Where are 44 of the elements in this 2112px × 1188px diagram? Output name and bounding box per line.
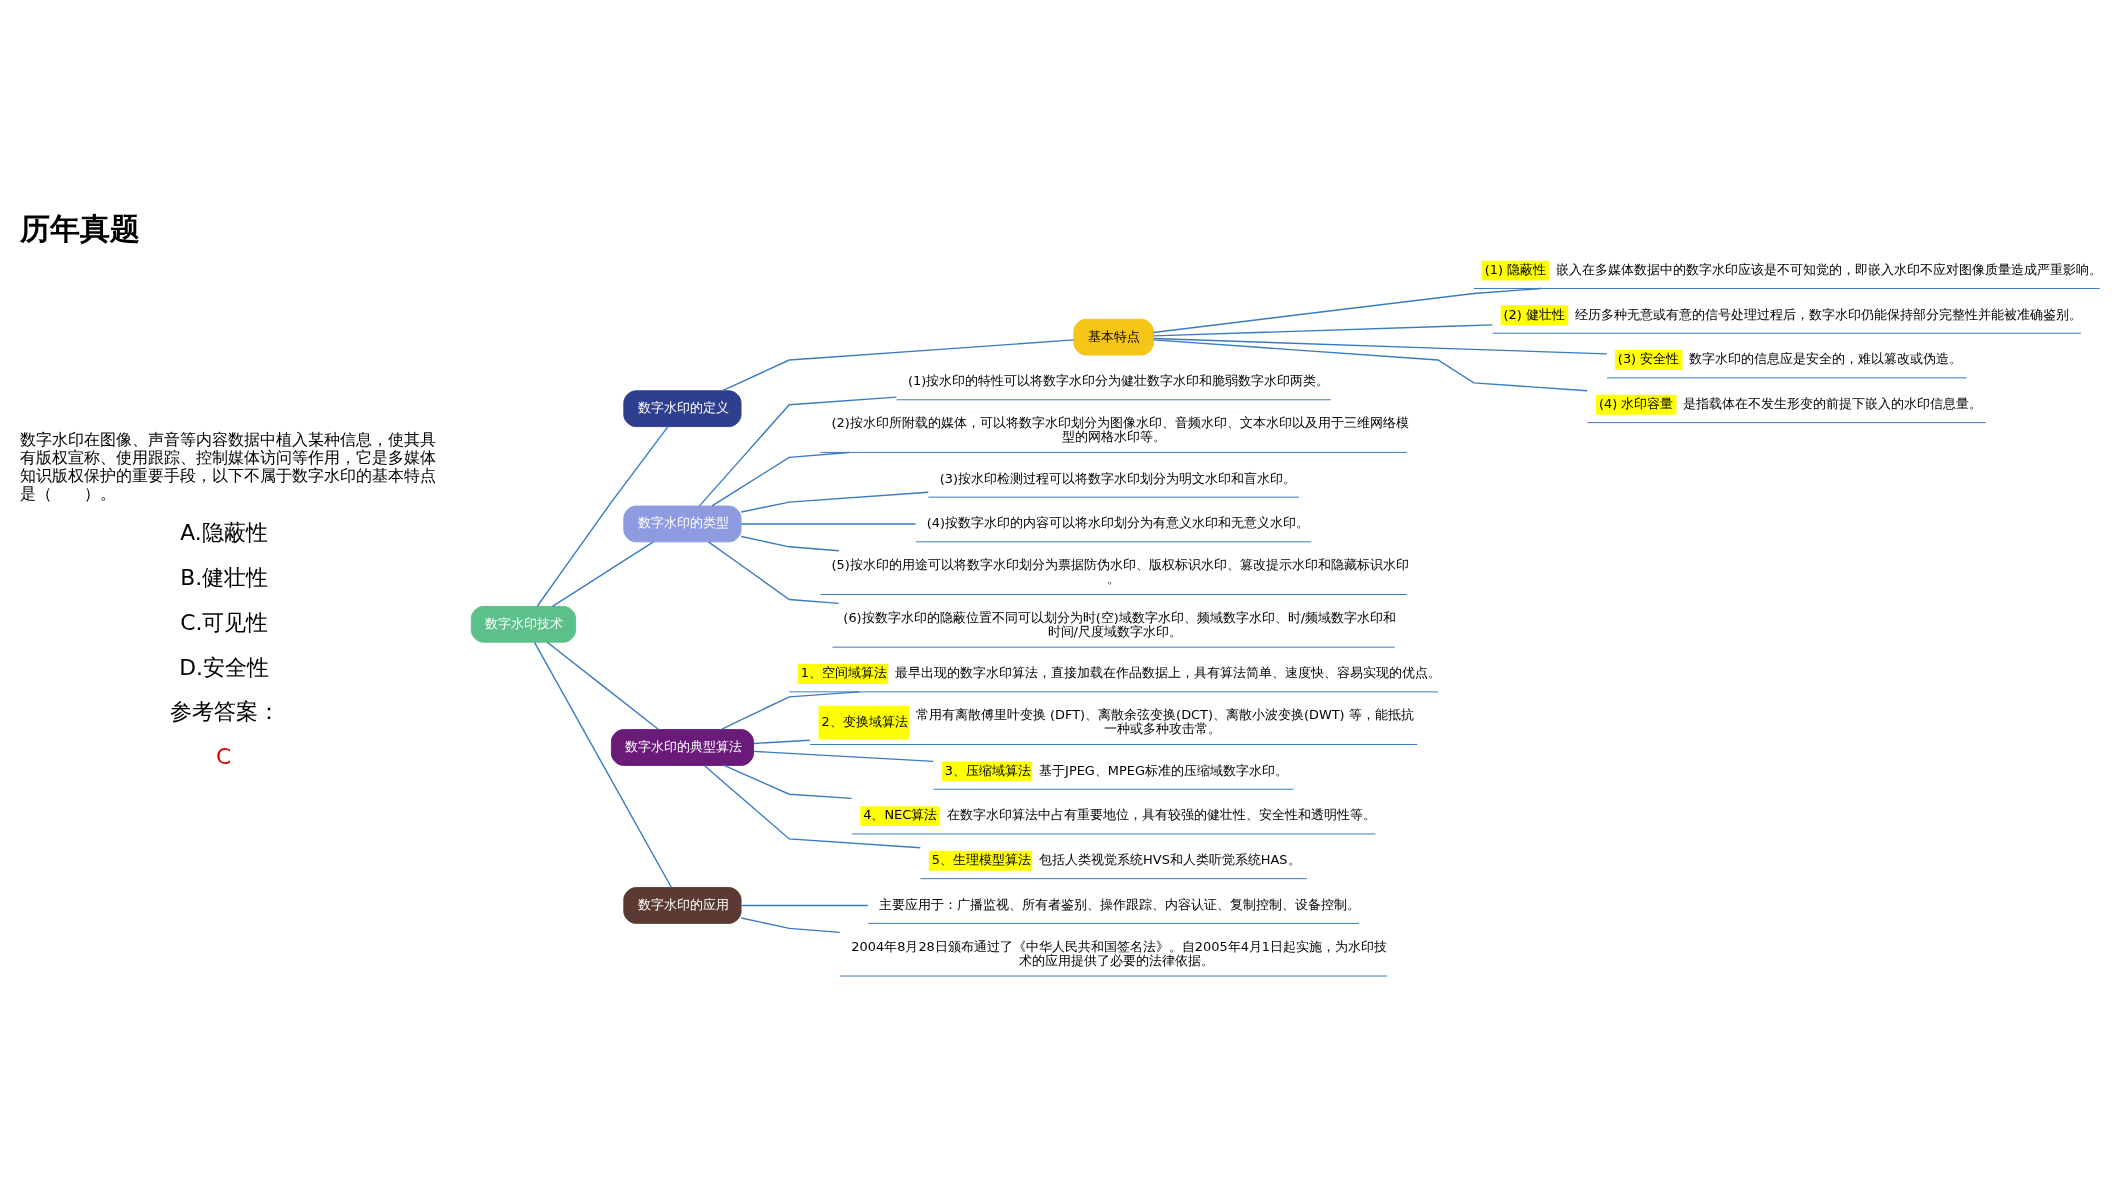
- label: 数字水印在图像、声音等内容数据中植入某种信息，使其具有版权宣称、使用跟踪、控制媒体访问等作用，它是多媒体知识版权保护的重要手段，以下不属于数字水印的基本特点是（ ）。: [20, 430, 437, 503]
- node-text: (4)按数字水印的内容可以将水印划分为有意义水印和无意义水印。: [926, 515, 1310, 531]
- node-text: (1)按水印的特性可以将数字水印分为健壮数字水印和脆弱数字水印两类。: [907, 373, 1330, 389]
- node-box: 数字水印的应用: [623, 887, 742, 924]
- connector: [740, 491, 929, 513]
- diagram-title: 历年真题: [20, 210, 141, 246]
- node-box: 基本特点: [1073, 318, 1154, 356]
- connector: [546, 641, 660, 731]
- node-text: (5)按水印的用途可以将数字水印划分为票据防伪水印、版权标识水印、篡改提示水印和隐藏标识水印。: [831, 557, 1409, 586]
- connector: [1152, 324, 1494, 337]
- connector: [740, 917, 841, 934]
- node-text: 2004年8月28日颁布通过了《中华人民共和国签名法》。自2005年4月1日起实施，为水印技术的应用提供了必要的法律依据。: [851, 938, 1388, 968]
- label: 参考答案：: [169, 699, 280, 725]
- connector: [740, 535, 840, 552]
- node-box: 数字水印的典型算法: [610, 729, 754, 766]
- node-box: 数字水印技术: [470, 605, 577, 643]
- connector: [698, 396, 898, 507]
- connector: [740, 904, 869, 907]
- connector: [720, 691, 861, 731]
- node-text: (2)按水印所附载的媒体，可以将数字水印划分为图像水印、音频水印、文本水印以及用于三维网络模型的网格水印等。: [831, 414, 1409, 444]
- connector: [707, 541, 840, 605]
- connector: [1152, 287, 1543, 334]
- connector: [740, 523, 917, 525]
- connector: [723, 764, 853, 800]
- connector: [753, 739, 811, 745]
- connector: [533, 641, 672, 888]
- connector: [703, 764, 921, 849]
- connector: [1152, 339, 1588, 392]
- label: A.隐蔽性: [180, 520, 268, 546]
- node-box: 数字水印的类型: [623, 505, 742, 543]
- connector: [1152, 337, 1608, 355]
- node-box: 数字水印的定义: [623, 390, 742, 428]
- connector: [551, 541, 655, 608]
- label: C: [215, 744, 232, 769]
- connector: [721, 339, 1075, 392]
- label: C.可见性: [180, 609, 269, 635]
- label: B.健壮性: [180, 565, 269, 591]
- connector: [753, 750, 935, 763]
- node-text: 主要应用于：广播监视、所有者鉴别、操作跟踪、内容认证、复制控制、设备控制。: [879, 896, 1361, 912]
- label: D.安全性: [179, 654, 269, 680]
- connector: [711, 451, 850, 507]
- node-text: (6)按数字水印的隐蔽位置不同可以划分为时(空)域数字水印、频域数字水印、时/频域数字水印和时间/尺度域数字水印。: [843, 609, 1397, 639]
- connector: [536, 426, 669, 607]
- node-text: (3)按水印检测过程可以将数字水印划分为明文水印和盲水印。: [939, 470, 1297, 486]
